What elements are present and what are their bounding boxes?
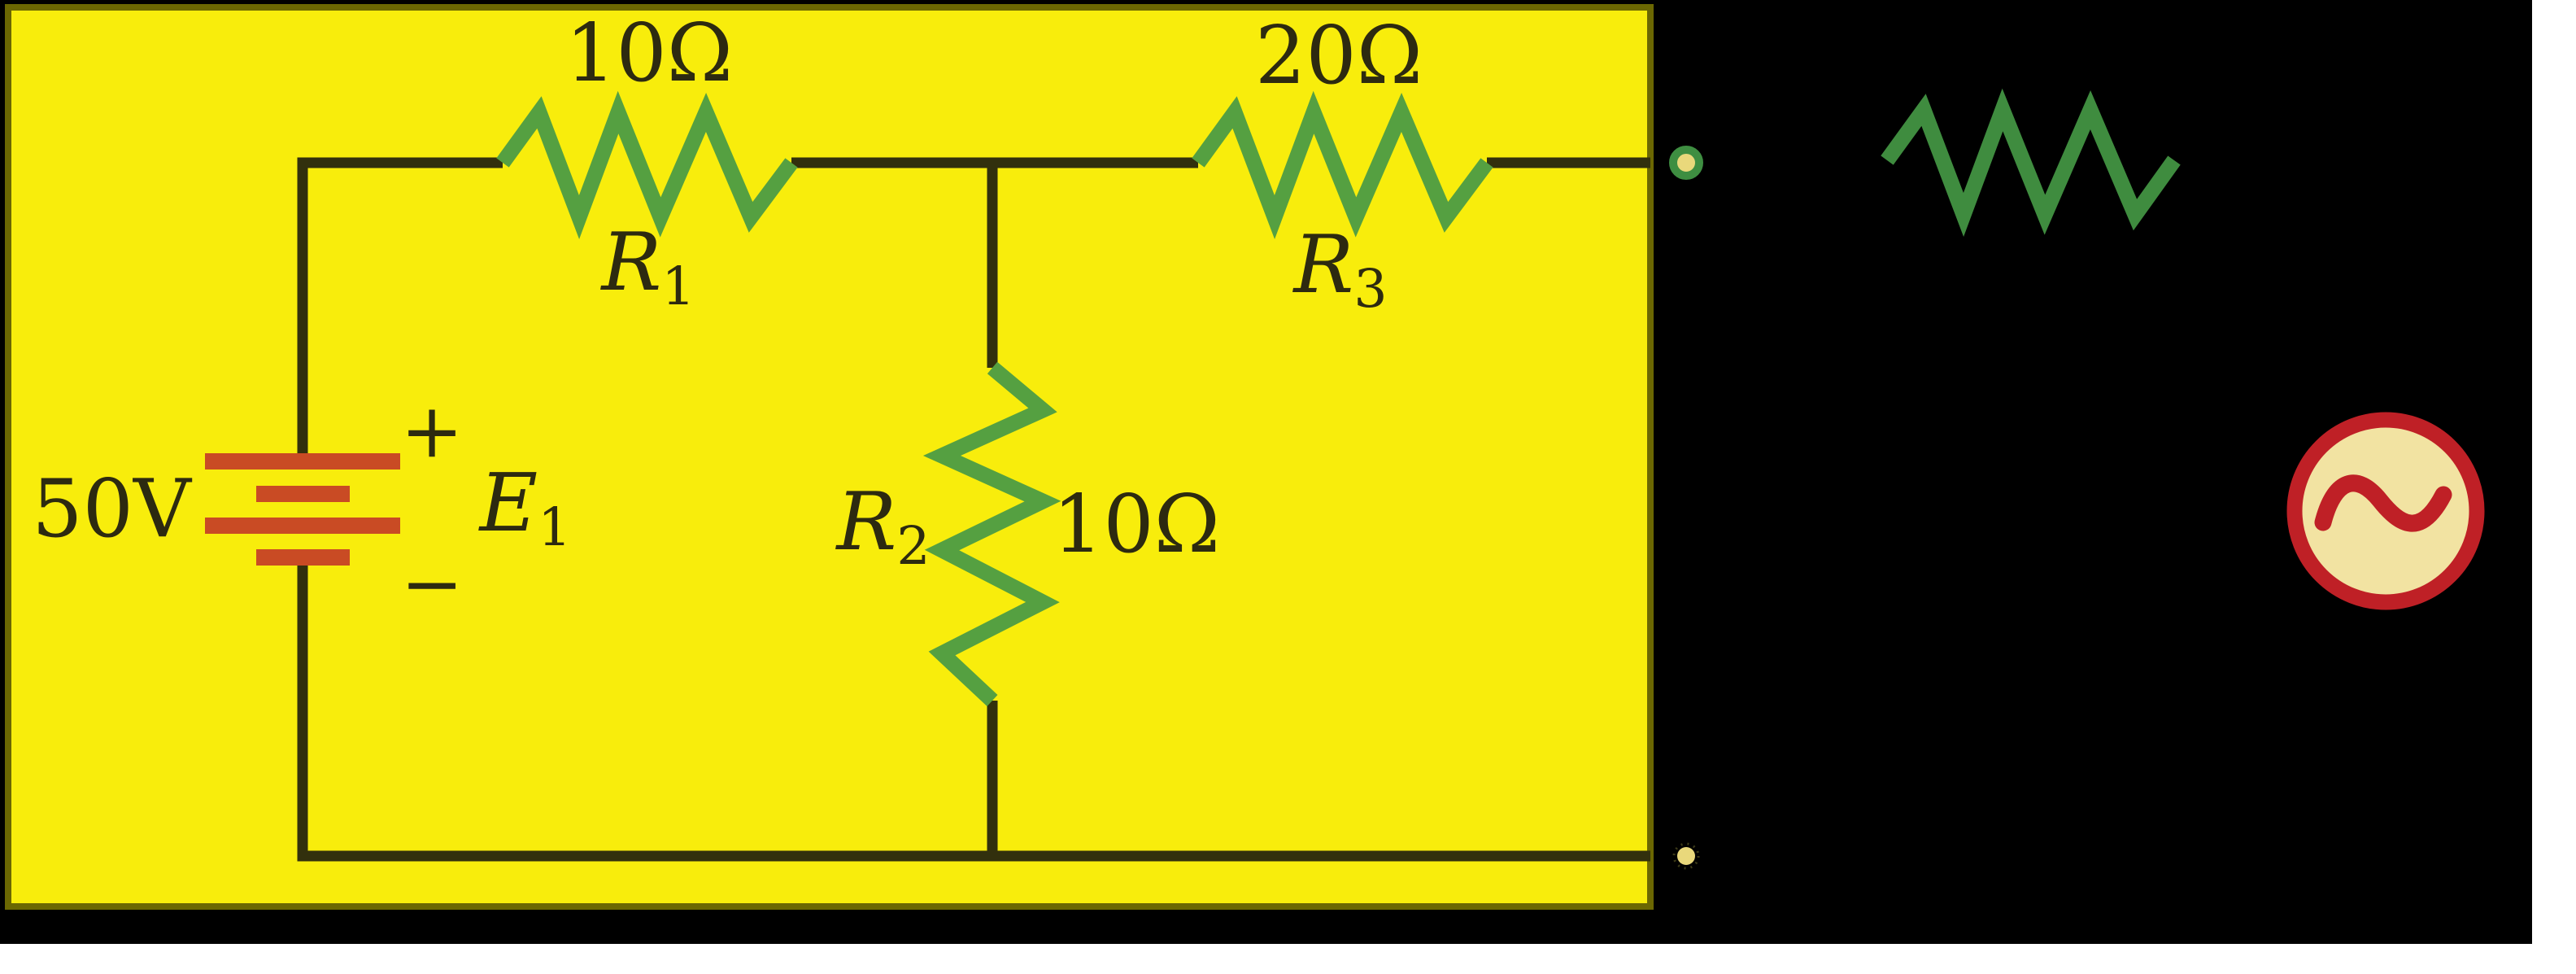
- battery-voltage-label: 50V: [32, 463, 191, 556]
- battery-letter: E: [479, 457, 538, 551]
- r3-subscript: 3: [1353, 259, 1388, 321]
- r2-letter: R: [836, 476, 897, 570]
- palette-resistor-icon[interactable]: [1881, 88, 2181, 237]
- r3-letter: R: [1293, 219, 1354, 312]
- top-terminal-node[interactable]: [1669, 146, 1703, 180]
- battery-plate-short-2: [256, 549, 350, 566]
- r1-name-label: R1: [602, 223, 695, 314]
- r1-letter: R: [601, 216, 662, 310]
- resistor-r1-symbol: [496, 90, 798, 239]
- resistor-r2-symbol: [922, 361, 1061, 706]
- resistor-r3-symbol: [1192, 90, 1493, 239]
- bottom-terminal-dashed-ring: [1672, 842, 1700, 870]
- r2-value-label: 10Ω: [1053, 478, 1220, 571]
- battery-plus-sign: +: [400, 387, 464, 474]
- battery-plate-long-2: [205, 518, 400, 534]
- r3-name-label: R3: [1294, 225, 1388, 317]
- r2-subscript: 2: [896, 516, 931, 578]
- battery-minus-sign: −: [400, 540, 464, 627]
- ac-source-sine-wave: [2314, 474, 2452, 532]
- battery-name-label: E1: [480, 464, 572, 555]
- r3-value-label: 20Ω: [1255, 10, 1423, 103]
- r1-subscript: 1: [661, 256, 695, 318]
- r1-value-label: 10Ω: [565, 7, 733, 100]
- wire-left-top: [297, 157, 503, 453]
- palette-ac-source-icon[interactable]: [2286, 412, 2485, 610]
- wire-left-bottom: [297, 566, 1650, 862]
- r2-name-label: R2: [837, 483, 931, 574]
- battery-plate-short-1: [256, 486, 350, 502]
- battery-plate-long-1: [205, 453, 400, 470]
- battery-subscript: 1: [538, 497, 572, 559]
- bottom-terminal-node[interactable]: [1677, 847, 1695, 865]
